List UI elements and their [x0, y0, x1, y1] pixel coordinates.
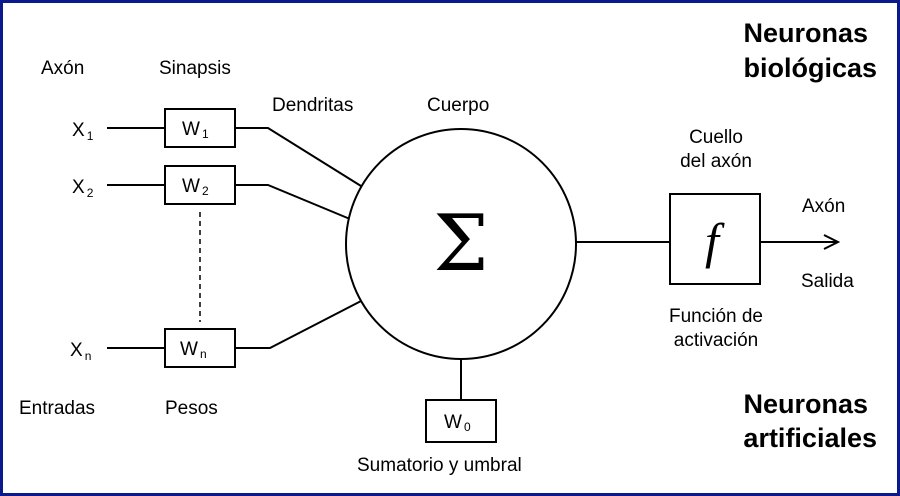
title-artificial-line2: artificiales [743, 423, 877, 453]
label-pesos: Pesos [165, 398, 218, 419]
dendrite-1 [235, 127, 362, 187]
label-axon-top: Axón [41, 58, 84, 79]
weight-box-1 [164, 108, 236, 148]
output-arrow-head [823, 234, 841, 250]
label-funcion-line1: Función de [669, 306, 763, 327]
title-biological-line1: Neuronas [743, 18, 868, 48]
label-sumatorio: Sumatorio y umbral [357, 455, 522, 476]
label-cuello-line1: Cuello [689, 127, 743, 148]
weight-box-n [164, 328, 236, 368]
sum-symbol: Σ [433, 199, 488, 289]
label-axon-output: Axón [802, 196, 845, 217]
title-artificial-line1: Neuronas [743, 389, 868, 419]
label-sinapsis: Sinapsis [159, 58, 231, 79]
dendrite-2 [235, 184, 351, 220]
label-salida: Salida [801, 271, 854, 292]
title-biological-line2: biológicas [743, 53, 877, 83]
label-dendritas: Dendritas [272, 95, 353, 116]
activation-box [669, 193, 761, 285]
label-cuerpo: Cuerpo [427, 95, 489, 116]
threshold-box [425, 399, 497, 443]
weight-box-2 [164, 165, 236, 205]
dendrite-n [235, 299, 364, 349]
label-funcion-line2: activación [674, 330, 759, 351]
label-entradas: Entradas [19, 398, 95, 419]
label-cuello-line2: del axón [680, 151, 752, 172]
